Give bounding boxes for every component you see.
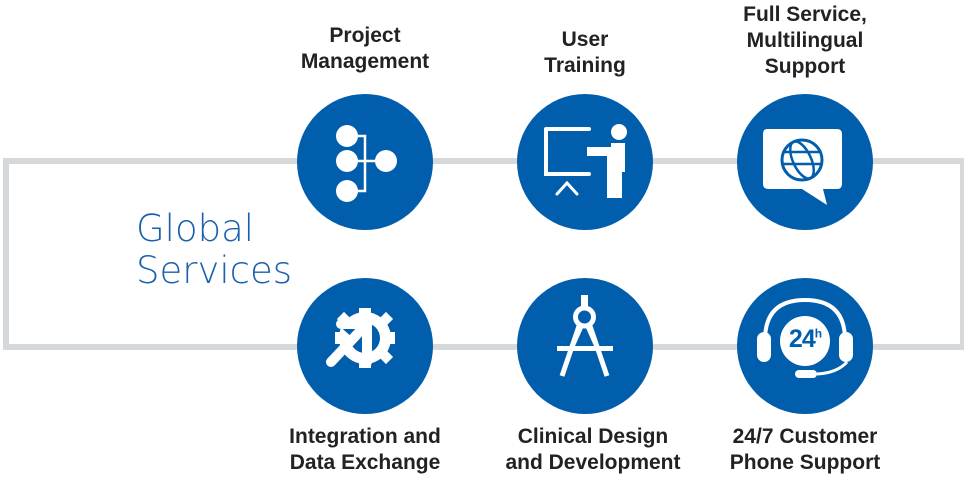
label-line: 24/7 Customer xyxy=(732,425,878,448)
presentation-icon xyxy=(544,124,627,198)
label-line: Clinical Design xyxy=(517,425,669,448)
label-line: Multilingual xyxy=(746,29,864,52)
services-frame xyxy=(3,158,964,350)
label-line: Project xyxy=(329,24,401,47)
label-integration: Integration and Data Exchange xyxy=(255,424,475,476)
hierarchy-icon xyxy=(336,125,397,202)
page-title: Global Services xyxy=(136,208,292,292)
label-clinical-design: Clinical Design and Development xyxy=(483,424,703,476)
label-line: Training xyxy=(544,54,626,77)
label-line: User xyxy=(561,28,609,51)
title-line: Services xyxy=(136,249,293,292)
24h-badge: 24h xyxy=(780,325,830,354)
label-line: and Development xyxy=(505,451,681,474)
headset-24h-icon xyxy=(757,297,853,378)
phone-support-circle: 24h xyxy=(737,278,873,414)
label-line: Management xyxy=(300,50,430,73)
label-project-management: Project Management xyxy=(255,23,475,75)
multilingual-support-circle xyxy=(737,94,873,230)
clinical-design-circle xyxy=(517,278,653,414)
label-line: Data Exchange xyxy=(289,451,441,474)
integration-circle xyxy=(297,278,433,414)
label-phone-support: 24/7 Customer Phone Support xyxy=(695,424,915,476)
user-training-circle xyxy=(517,94,653,230)
badge-suffix: h xyxy=(814,326,822,341)
gear-arrow-icon xyxy=(326,308,395,368)
label-line: Full Service, xyxy=(743,3,867,26)
label-line: Phone Support xyxy=(729,451,881,474)
project-management-circle xyxy=(297,94,433,230)
label-user-training: User Training xyxy=(475,27,695,79)
globe-speech-bubble-icon xyxy=(763,129,842,205)
label-multilingual-support: Full Service, Multilingual Support xyxy=(695,2,915,80)
label-line: Support xyxy=(764,55,846,78)
label-line: Integration and xyxy=(289,425,441,448)
title-line: Global xyxy=(136,207,255,250)
compass-icon xyxy=(557,295,613,377)
badge-number: 24 xyxy=(788,325,816,353)
